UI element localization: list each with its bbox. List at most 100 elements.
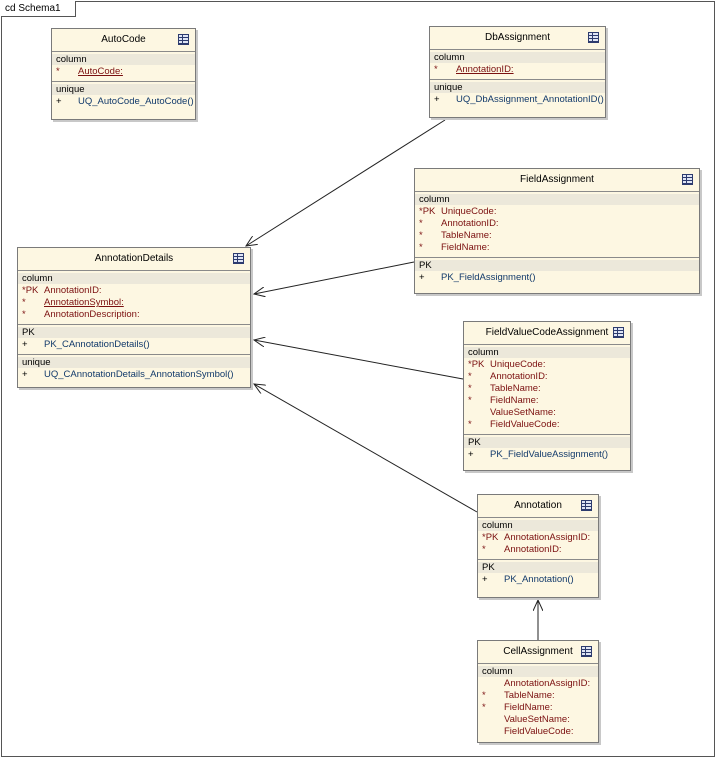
row-marker: * <box>482 702 486 713</box>
column-row[interactable]: *AutoCode: <box>56 66 191 78</box>
operation-row[interactable]: +PK_FieldAssignment() <box>419 272 695 284</box>
link-dbassignment-annotationdetails <box>246 119 446 246</box>
row-text: AutoCode: <box>78 66 123 77</box>
column-row[interactable]: * FieldValueCode: <box>468 419 626 431</box>
table-name: FieldValueCodeAssignment <box>485 327 609 338</box>
row-marker: * <box>419 218 423 229</box>
column-row[interactable]: * AnnotationID: <box>419 218 695 230</box>
column-row[interactable]: *AnnotationID: <box>468 371 626 383</box>
row-text: FieldName: <box>504 702 553 713</box>
row-marker: + <box>482 574 488 585</box>
column-row[interactable]: FieldValueCode: <box>482 726 594 738</box>
section-title: unique <box>18 357 250 368</box>
section-title: PK <box>18 327 250 338</box>
operation-row[interactable]: +PK_CAnnotationDetails() <box>22 339 246 351</box>
table-section: unique+UQ_AutoCode_AutoCode() <box>52 81 195 111</box>
row-text: ValueSetName: <box>490 407 556 418</box>
table-header[interactable]: FieldAssignment <box>415 169 699 192</box>
section-title: column <box>415 194 699 205</box>
operation-row[interactable]: +UQ_CAnnotationDetails_AnnotationSymbol(… <box>22 369 246 381</box>
row-text: AnnotationID: <box>44 285 102 296</box>
table-icon <box>581 500 592 511</box>
table-name: DbAssignment <box>484 32 551 43</box>
table-icon <box>581 646 592 657</box>
section-title: column <box>18 273 250 284</box>
row-marker: + <box>56 96 62 107</box>
row-text: PK_Annotation() <box>504 574 574 585</box>
link-annotation-annotationdetails <box>254 384 478 513</box>
table-section: column*AutoCode: <box>52 52 195 81</box>
row-text: UQ_CAnnotationDetails_AnnotationSymbol() <box>44 369 234 380</box>
column-row[interactable]: * FieldName: <box>482 702 594 714</box>
row-marker: *PK <box>419 206 436 217</box>
column-row[interactable]: *FieldName: <box>419 242 695 254</box>
section-title: PK <box>478 562 598 573</box>
table-section: column*AnnotationID: <box>430 50 605 79</box>
link-fieldvaluecodeassignment-annotationdetails <box>254 340 464 380</box>
table-name: FieldAssignment <box>520 174 594 185</box>
column-row[interactable]: *AnnotationID: <box>434 64 601 76</box>
row-marker: *PK <box>22 285 39 296</box>
row-text: AnnotationSymbol: <box>44 297 124 308</box>
row-text: TableName: <box>490 383 541 394</box>
column-row[interactable]: *TableName: <box>419 230 695 242</box>
column-row[interactable]: ValueSetName: <box>468 407 626 419</box>
row-text: AnnotationID: <box>441 218 499 229</box>
row-text: AnnotationAssignID: <box>504 678 591 689</box>
operation-row[interactable]: +UQ_AutoCode_AutoCode() <box>56 96 194 108</box>
column-row[interactable]: *PK AnnotationID: <box>22 285 246 297</box>
row-marker: * <box>22 297 26 308</box>
column-row[interactable]: *AnnotationDescription: <box>22 309 246 321</box>
table-header[interactable]: DbAssignment <box>430 27 605 50</box>
row-marker: + <box>468 449 474 460</box>
row-text: PK_FieldAssignment() <box>441 272 536 283</box>
row-text: PK_FieldValueAssignment() <box>490 449 609 460</box>
table-header[interactable]: Annotation <box>478 495 598 518</box>
table-name: Annotation <box>514 500 562 511</box>
column-row[interactable]: *FieldName: <box>468 395 626 407</box>
row-text: FieldValueCode: <box>490 419 560 430</box>
table-header[interactable]: AnnotationDetails <box>18 248 250 271</box>
table-section: PK+ PK_Annotation() <box>478 559 598 589</box>
row-marker: * <box>419 230 423 241</box>
table-section: PK+PK_CAnnotationDetails() <box>18 324 250 354</box>
column-row[interactable]: ValueSetName: <box>482 714 594 726</box>
table-name: CellAssignment <box>503 646 573 657</box>
operation-row[interactable]: + PK_Annotation() <box>482 574 594 586</box>
column-row[interactable]: AnnotationAssignID: <box>482 678 594 690</box>
row-text: FieldName: <box>441 242 490 253</box>
operation-row[interactable]: + PK_FieldValueAssignment() <box>468 449 626 461</box>
link-fieldassignment-annotationdetails <box>254 261 415 294</box>
column-row[interactable]: * AnnotationSymbol: <box>22 297 246 309</box>
operation-row[interactable]: +UQ_DbAssignment_AnnotationID() <box>434 94 604 106</box>
column-row[interactable]: *TableName: <box>468 383 626 395</box>
section-title: column <box>464 347 630 358</box>
table-icon <box>682 174 693 185</box>
table-header[interactable]: CellAssignment <box>478 641 598 664</box>
column-row[interactable]: *AnnotationID: <box>482 544 594 556</box>
column-row[interactable]: *TableName: <box>482 690 594 702</box>
row-marker: * <box>22 309 26 320</box>
table-header[interactable]: FieldValueCodeAssignment <box>464 322 630 345</box>
row-text: ValueSetName: <box>504 714 570 725</box>
row-marker: * <box>468 419 472 430</box>
section-title: unique <box>430 82 605 93</box>
table-header[interactable]: AutoCode <box>52 29 195 52</box>
section-title: column <box>52 54 195 65</box>
table-section: PK+PK_FieldValueAssignment() <box>464 434 630 464</box>
table-dbassignment[interactable]: DbAssignment column*AnnotationID: unique+U… <box>429 26 606 118</box>
